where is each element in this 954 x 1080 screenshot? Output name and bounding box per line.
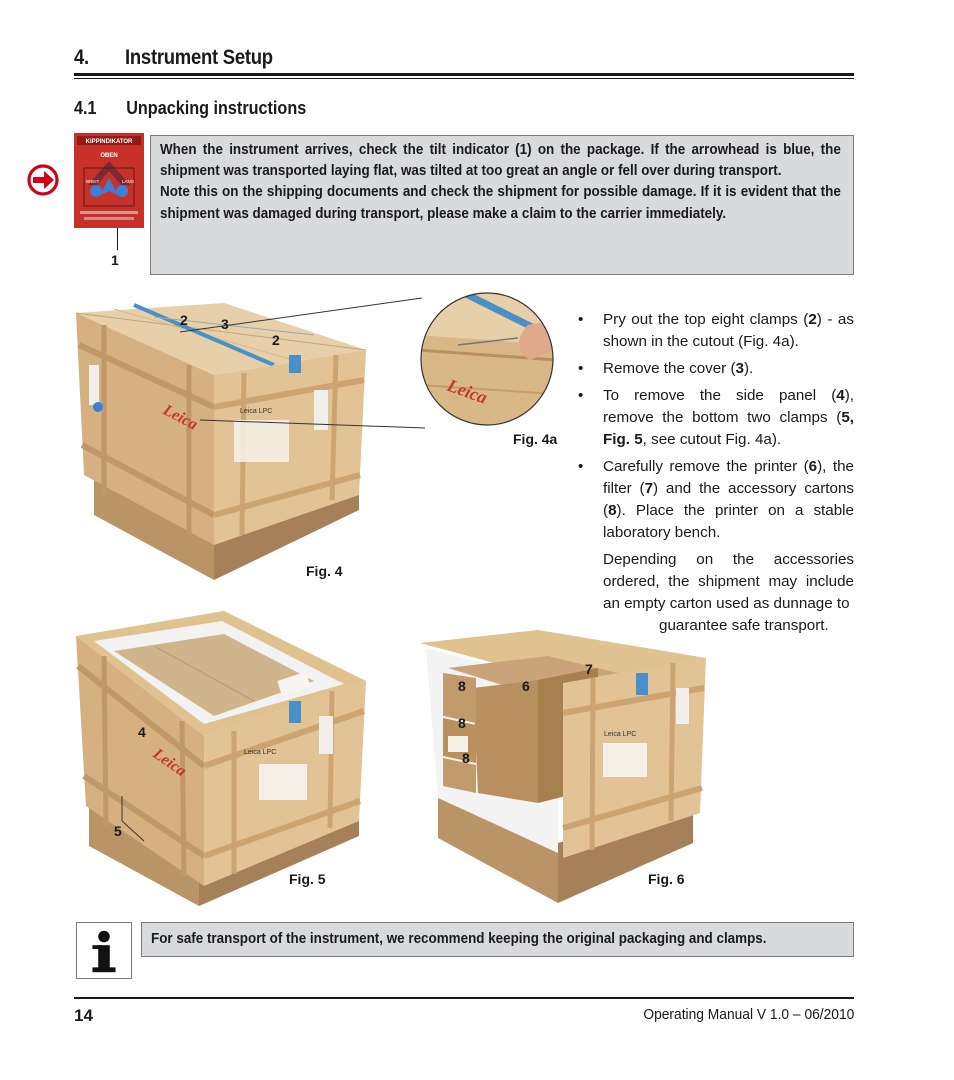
fig4a-label: Fig. 4a xyxy=(513,431,558,447)
tilt-indicator-leader-line xyxy=(117,228,118,250)
fig4-callout-2a: 2 xyxy=(180,312,188,328)
info-box: For safe transport of the instrument, we… xyxy=(141,922,854,957)
fig5-label: Fig. 5 xyxy=(289,871,326,887)
step-1-ref: 2 xyxy=(808,311,817,328)
fig4a-cutout-photo: Leica xyxy=(420,292,554,426)
warning-arrow-icon xyxy=(27,164,59,196)
step-4-text-a: Carefully remove the printer ( xyxy=(603,458,809,475)
fig6-opened-side-photo: Leica LPC xyxy=(420,630,706,903)
tilt-right-text: LANG xyxy=(122,179,135,184)
fig6-callout-6: 6 xyxy=(522,678,530,694)
fig5-callout-5: 5 xyxy=(114,823,122,839)
step-3-text-a: To remove the side panel ( xyxy=(603,387,837,404)
fig6-callout-8b: 8 xyxy=(458,715,466,731)
page-number: 14 xyxy=(74,1006,93,1025)
step-2-text-a: Remove the cover ( xyxy=(603,360,736,377)
section-title-text: Unpacking instructions xyxy=(126,98,307,118)
step-4-text-d: ). Place the printer on a stable laborat… xyxy=(603,502,854,541)
warning-paragraph-2: Note this on the shipping documents and … xyxy=(160,184,841,222)
fig6-panel-text: Leica LPC xyxy=(604,731,636,738)
step-3-text-c: , see cutout Fig. 4a). xyxy=(642,431,782,448)
warning-paragraph-1: When the instrument arrives, check the t… xyxy=(160,142,841,180)
section-number: 4.1 xyxy=(74,98,97,118)
fig4-crate-photo: Leica Leica LPC xyxy=(75,303,367,580)
step-2-text-b: ). xyxy=(743,360,754,377)
unpacking-steps: Pry out the top eight clamps (2) - as sh… xyxy=(576,309,854,637)
tilt-left-text: BREIT xyxy=(86,179,100,184)
step-4-text-b: ), the filter ( xyxy=(603,458,854,497)
step-3: To remove the side panel (4), remove the… xyxy=(576,385,854,451)
step-4-text-c: ) and the accessory cartons ( xyxy=(603,480,855,519)
header-rule-thin xyxy=(74,78,854,79)
tilt-mid-text: OBEN xyxy=(100,153,117,159)
tilt-indicator-callout: 1 xyxy=(111,252,119,268)
info-icon xyxy=(76,922,132,979)
fig6-callout-7: 7 xyxy=(585,661,593,677)
fig6-callout-8a: 8 xyxy=(458,678,466,694)
warning-box: When the instrument arrives, check the t… xyxy=(150,135,854,275)
chapter-number: 4. xyxy=(74,46,89,69)
step-4: Carefully remove the printer (6), the fi… xyxy=(576,456,854,544)
step-4-ref-c: 8 xyxy=(608,502,617,519)
step-4-ref-b: 7 xyxy=(644,480,654,497)
section-title: 4.1 Unpacking instructions xyxy=(74,98,306,119)
steps-note-last: guarantee safe transport. xyxy=(659,617,829,634)
fig6-callout-8c: 8 xyxy=(462,750,470,766)
step-3-ref-a: 4 xyxy=(836,387,845,404)
step-2: Remove the cover (3). xyxy=(576,358,854,380)
fig6-label: Fig. 6 xyxy=(648,871,685,887)
step-1-text-b: ) - as shown in the cutout (Fig. 4a). xyxy=(603,311,854,350)
fig4-callout-2b: 2 xyxy=(272,332,280,348)
step-3-text-b: ), remove the bottom two clamps ( xyxy=(603,387,854,426)
step-4-ref-a: 6 xyxy=(808,458,818,475)
fig4-callout-3: 3 xyxy=(221,316,229,332)
tilt-top-text: KIPPINDIKATOR xyxy=(86,139,133,145)
tilt-indicator-image: KIPPINDIKATOR OBEN BREIT LANG xyxy=(74,133,144,228)
header-rule-thick xyxy=(74,73,854,76)
fig4-panel-text: Leica LPC xyxy=(240,408,272,415)
fig5-callout-4: 4 xyxy=(138,724,146,740)
footer-rule xyxy=(74,997,854,999)
fig4a-leader-lines xyxy=(180,297,426,429)
fig4-label: Fig. 4 xyxy=(306,563,343,579)
step-1-text-a: Pry out the top eight clamps ( xyxy=(603,311,809,328)
info-text: For safe transport of the instrument, we… xyxy=(151,931,767,947)
step-2-ref: 3 xyxy=(735,360,744,377)
fig5-open-crate-photo: Leica Leica LPC xyxy=(76,611,366,906)
step-3-ref-b: 5, Fig. 5 xyxy=(603,409,854,448)
chapter-title: 4. Instrument Setup xyxy=(74,46,273,70)
steps-note: Depending on the accessories ordered, th… xyxy=(603,551,854,612)
fig5-panel-text: Leica LPC xyxy=(244,749,276,756)
footer-manual-version: Operating Manual V 1.0 – 06/2010 xyxy=(643,1006,854,1023)
step-1: Pry out the top eight clamps (2) - as sh… xyxy=(576,309,854,353)
chapter-title-text: Instrument Setup xyxy=(125,46,273,69)
